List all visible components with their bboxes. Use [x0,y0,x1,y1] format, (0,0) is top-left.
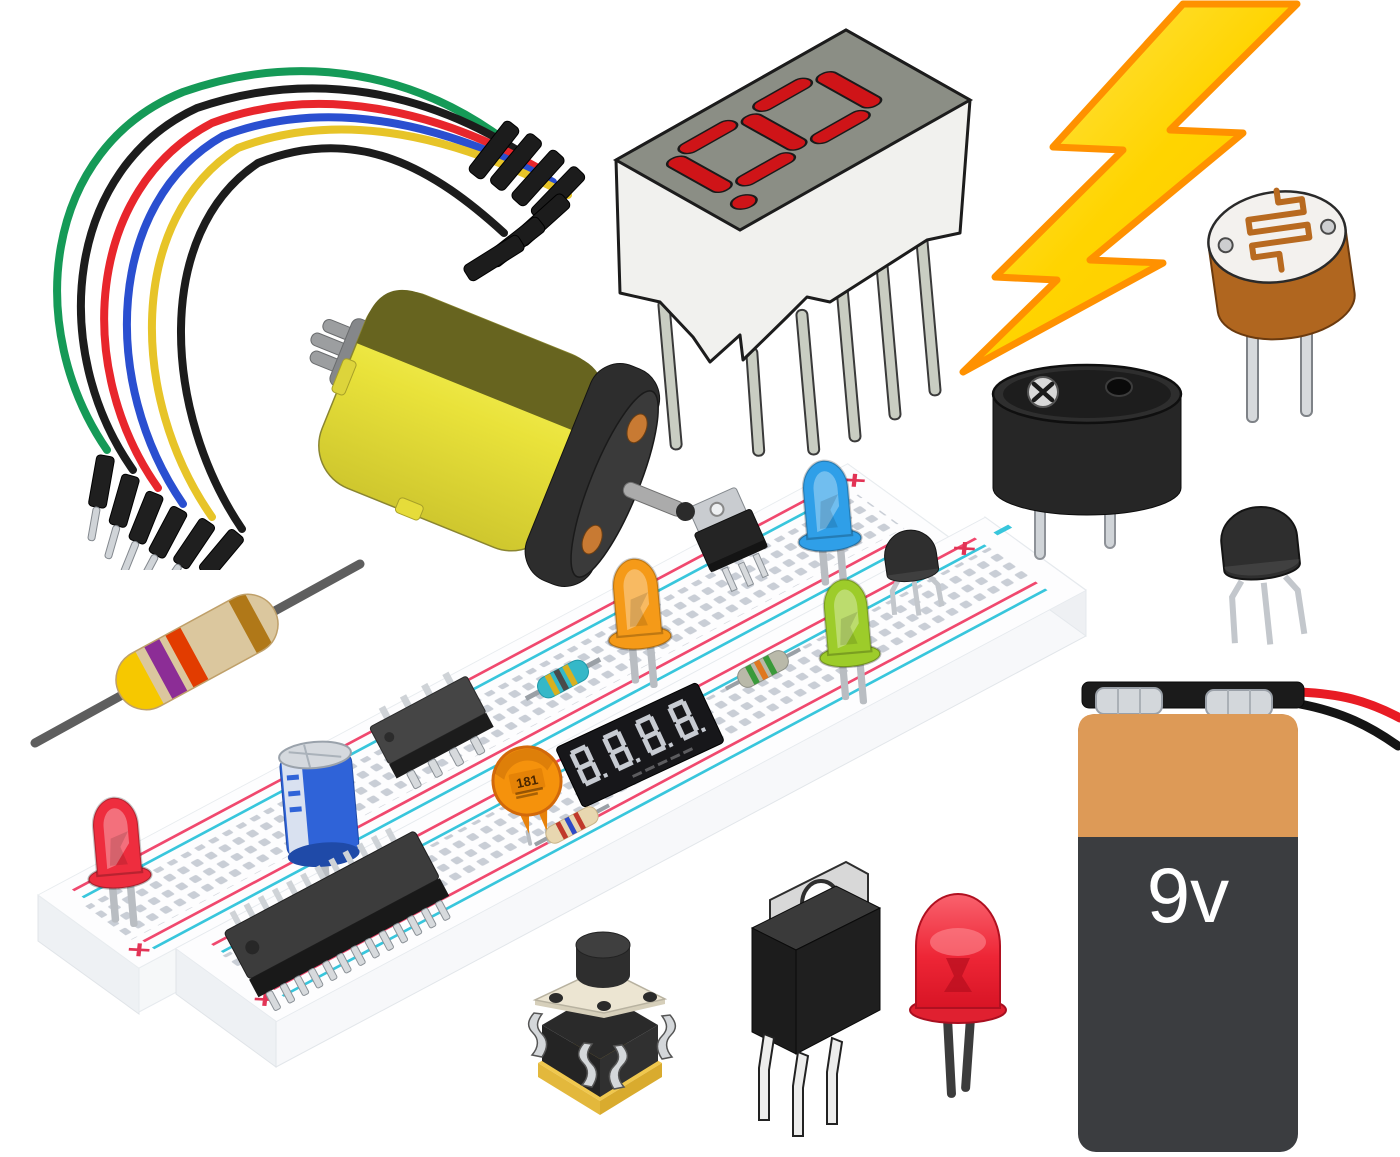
wire-yellow [147,125,572,521]
female-connectors [463,120,586,282]
buzzer-body [992,395,1182,516]
wire-green [53,67,511,454]
led-die-reflection [944,958,972,992]
to220-legs [721,552,769,593]
dip8-back-pins [378,671,455,720]
bolt-shape [959,0,1301,376]
motor-brush-2 [581,524,603,555]
transistor-body [1220,505,1301,581]
band-orange [165,627,209,688]
electrolytic-capacitor [278,740,360,899]
transistor-to92 [1220,505,1308,645]
jumper-wires [53,67,586,570]
ldr-electrode-2 [1320,218,1337,235]
battery-wire-negative [1295,699,1400,751]
wire-bundle [53,67,572,533]
motor-tab [331,358,357,396]
motor-brush [626,413,648,444]
transistor-on-board [884,529,945,616]
regulator-legs [758,1032,844,1137]
small-resistor [533,803,611,847]
dip8-ic [369,671,494,790]
band-brown [228,592,273,654]
button-plate [532,967,668,1018]
dip8-front-pins [406,736,486,790]
led-legs [943,1017,975,1098]
transistor-legs [1229,574,1308,645]
dip28-back-pins [229,827,397,926]
ldr-electrode [1217,237,1234,254]
battery-wires [1295,687,1400,751]
ceramic-capacitor: 181 [491,745,563,846]
battery-wire-positive [1295,687,1400,723]
module-fine-print [632,747,694,778]
dip28-front-pins [265,900,451,1011]
dip28-notch [245,940,260,955]
cap-stripe-marks [286,774,302,813]
lightning-bolt [959,0,1301,376]
motor-top-face [356,290,603,437]
to220-body [694,509,768,572]
ceramic-capacitor-label: 181 [515,772,539,791]
motor-shaft-tip [675,502,695,522]
dip28-ic [224,827,451,1011]
voltage-regulator-to220 [750,860,882,1137]
wire-black-2 [177,144,508,533]
wire-red [100,100,542,492]
display-segments [665,71,883,210]
button-plunger [575,931,631,988]
to220-tab-hole [709,501,725,517]
breadboard: 181 [37,456,1087,1068]
buzzer-sound-hole [1105,377,1133,397]
battery-label: 9v [1147,851,1229,939]
red-led [909,893,1007,1098]
regulator-body [750,885,882,1055]
button-legs [527,1012,677,1090]
band-yellow [105,651,164,721]
resistor [30,559,365,748]
wire-black [76,84,527,474]
photoresistor [1207,187,1356,423]
seven-segment-display [612,28,974,457]
to220-on-board [688,487,769,593]
band-purple [144,638,188,700]
dc-motor [309,290,695,587]
battery-9v: 9v [1078,681,1400,1152]
buzzer [991,363,1183,560]
transistor-legs [889,572,945,616]
decimal-point [729,194,758,210]
band-resistor [724,647,802,691]
ldr-trace [1245,187,1313,273]
wire-blue [122,113,557,508]
module-digits [569,698,707,787]
teal-resistor [524,657,602,701]
motor-tab-2 [394,497,424,521]
male-connectors [87,454,244,570]
dip8-notch [384,732,395,743]
ldr-top [1207,190,1347,284]
seven-seg-module [556,682,724,808]
transistor-body [884,529,940,583]
push-button [527,931,677,1115]
battery-band [1078,714,1298,837]
